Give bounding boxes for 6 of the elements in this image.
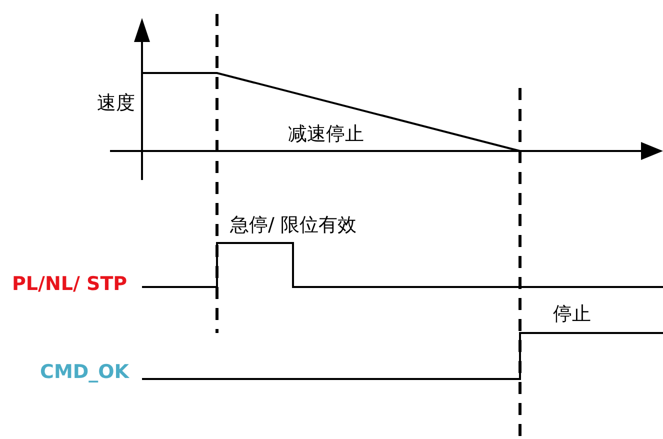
- annotation: 停止: [553, 304, 591, 325]
- signal-name: PL/NL/ STP: [12, 274, 128, 295]
- annotation: 急停/ 限位有效: [230, 215, 356, 236]
- axis-label: 速度: [97, 93, 135, 114]
- signal-name: CMD_OK: [40, 362, 129, 383]
- annotation: 减速停止: [288, 124, 364, 145]
